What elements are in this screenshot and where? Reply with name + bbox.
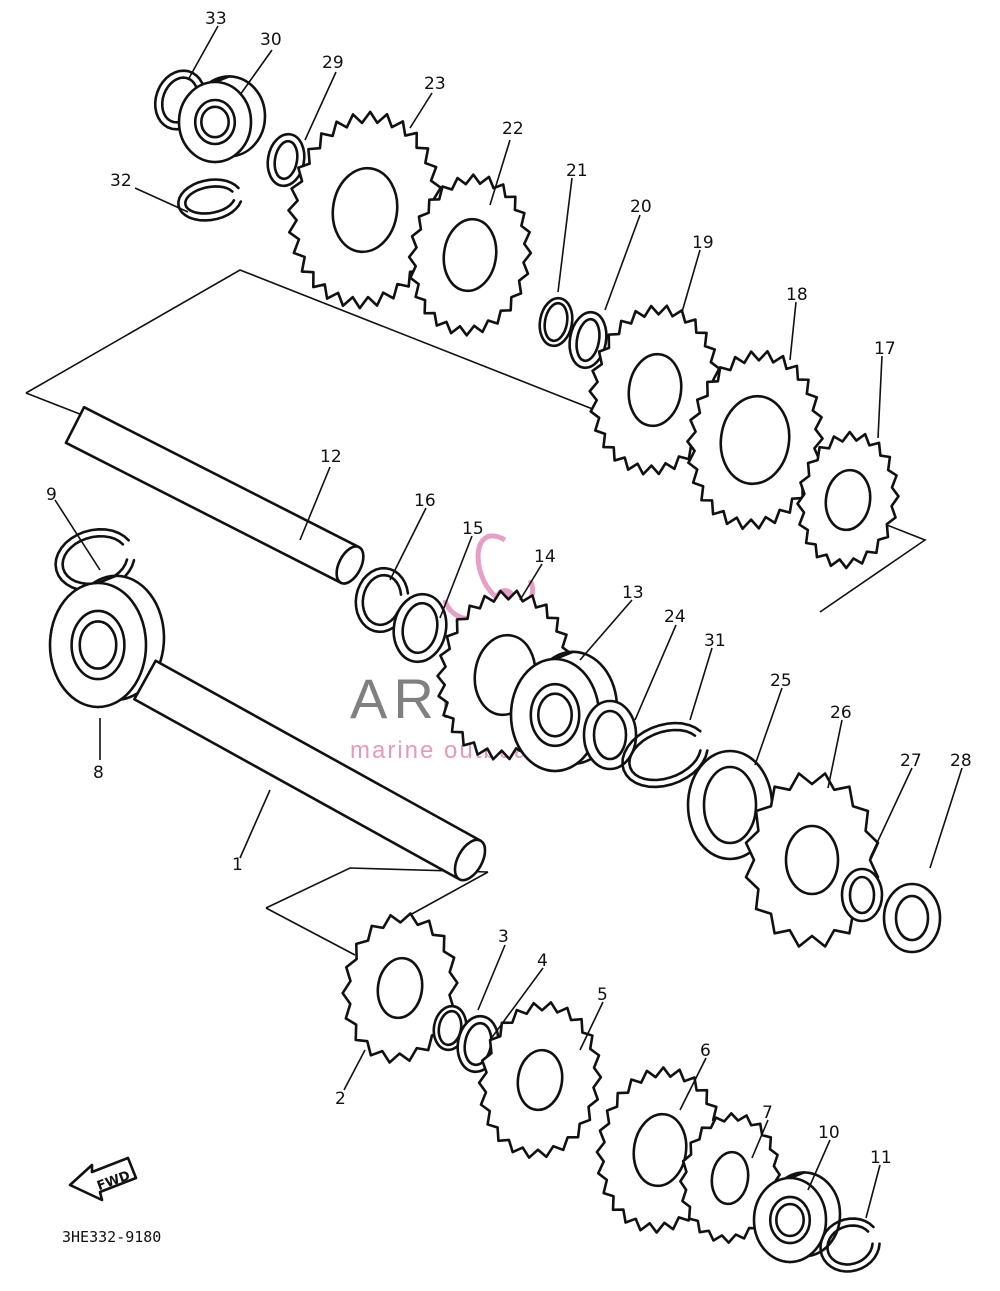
callout-25: 25 <box>770 671 792 691</box>
part-24-collar <box>582 699 638 771</box>
callout-7: 7 <box>762 1103 773 1123</box>
callout-29: 29 <box>322 53 344 73</box>
callout-10: 10 <box>818 1123 840 1143</box>
callout-5: 5 <box>597 985 608 1005</box>
part-10-bearing <box>752 1171 842 1264</box>
parts-group <box>48 69 942 1273</box>
callout-19: 19 <box>692 233 714 253</box>
part-32-circlip <box>177 178 243 222</box>
callout-20: 20 <box>630 197 652 217</box>
callout-16: 16 <box>414 491 436 511</box>
part-8-bearing <box>48 574 166 709</box>
callout-4: 4 <box>537 951 548 971</box>
callout-26: 26 <box>830 703 852 723</box>
callout-23: 23 <box>424 74 446 94</box>
part-15-washer <box>392 592 448 664</box>
callout-24: 24 <box>664 607 686 627</box>
callout-17: 17 <box>874 339 896 359</box>
callout-28: 28 <box>950 751 972 771</box>
callout-labels: 33 30 29 23 22 21 20 19 18 17 32 12 16 1… <box>46 9 972 1168</box>
callout-21: 21 <box>566 161 588 181</box>
callout-15: 15 <box>462 519 484 539</box>
callout-33: 33 <box>205 9 227 29</box>
callout-22: 22 <box>502 119 524 139</box>
part-33-circlip <box>153 69 206 131</box>
callout-2: 2 <box>335 1089 346 1109</box>
part-28-nut <box>882 882 942 954</box>
part-19-gear <box>588 304 722 476</box>
callout-9: 9 <box>46 485 57 505</box>
fwd-arrow-icon: FWD <box>68 1156 138 1202</box>
part-20-washer <box>568 310 608 370</box>
callout-27: 27 <box>900 751 922 771</box>
callout-18: 18 <box>786 285 808 305</box>
part-11-circlip <box>819 1217 881 1273</box>
part-2-gear <box>341 912 459 1064</box>
leader-lines <box>54 25 963 1219</box>
callout-8: 8 <box>93 763 104 783</box>
callout-12: 12 <box>320 447 342 467</box>
part-code: 3HE332-9180 <box>62 1228 161 1246</box>
part-12-main-axle <box>64 405 365 585</box>
part-27-lock-washer <box>840 867 884 923</box>
callout-6: 6 <box>700 1041 711 1061</box>
part-18-gear <box>686 349 824 531</box>
callout-31: 31 <box>704 631 726 651</box>
callout-13: 13 <box>622 583 644 603</box>
part-17-gear <box>796 430 900 570</box>
callout-30: 30 <box>260 30 282 50</box>
callout-32: 32 <box>110 171 132 191</box>
part-31-circlip <box>621 721 709 789</box>
callout-3: 3 <box>498 927 509 947</box>
callout-1: 1 <box>232 855 243 875</box>
callout-11: 11 <box>870 1148 892 1168</box>
part-22-gear <box>407 173 533 337</box>
part-21-circlip <box>538 296 574 348</box>
part-1-drive-axle <box>133 659 487 882</box>
part-30-bearing <box>177 75 267 164</box>
callout-14: 14 <box>534 547 556 567</box>
part-5-gear <box>477 1001 603 1159</box>
part-29-washer <box>266 132 306 188</box>
part-23-gear <box>287 110 443 310</box>
